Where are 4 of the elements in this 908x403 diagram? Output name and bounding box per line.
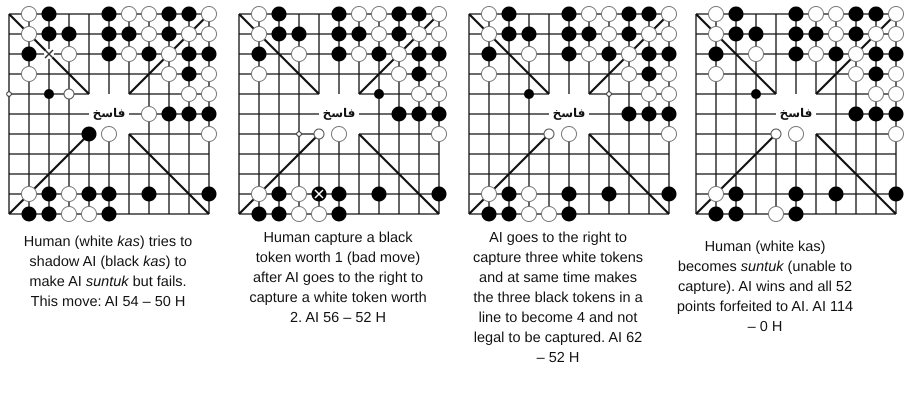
caption-text: Human (white kas) tries to shadow AI (black kas) to make AI suntuk but fails. This move: AI 54 – 50 H	[22, 233, 194, 312]
caption-text: Human capture a black token worth 1 (bad move) after AI goes to the right to capture a white token worth 2. AI 56 – 52 H	[248, 229, 428, 328]
caption-text: AI goes to the right to capture three white tokens and at same time makes the three black tokens in a line to become 4 and not legal to be captured. AI 62 – 52 H	[472, 229, 644, 368]
caption-text: Human (white kas) becomes suntuk (unable to capture). AI wins and all 52 points forfeited to AI. AI 114 – 0 H	[676, 238, 854, 337]
